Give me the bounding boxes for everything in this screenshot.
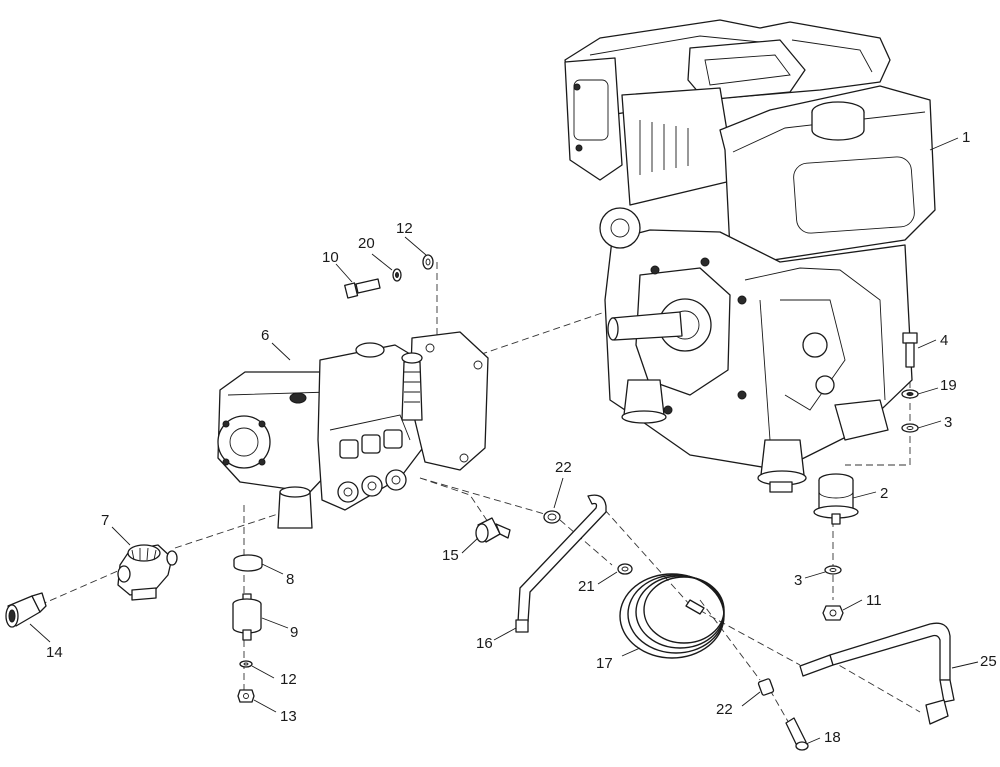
callout-coiled-hose: 17 [596, 655, 613, 672]
high-pressure-hose[interactable] [799, 622, 955, 725]
pump-mount-isolator[interactable] [232, 593, 262, 641]
callout-hose-end-fitting: 18 [824, 729, 841, 746]
clamp-upper[interactable] [543, 510, 561, 524]
callout-pump-bolt: 10 [322, 249, 339, 266]
pump-bolt[interactable] [344, 278, 381, 299]
callout-clamp-lower: 22 [716, 701, 733, 718]
hose-end-fitting[interactable] [785, 717, 809, 751]
callout-pump-lock-washer: 20 [358, 235, 375, 252]
callout-clamp-upper: 22 [555, 459, 572, 476]
callout-bypass-tube: 16 [476, 635, 493, 652]
callout-engine-mount-isolator: 2 [880, 485, 888, 502]
engine-bolt[interactable] [902, 332, 918, 368]
callout-engine-nut: 11 [866, 592, 882, 609]
callout-pump-nut: 13 [280, 708, 297, 725]
coiled-hose[interactable] [619, 573, 725, 659]
pump-washer-upper[interactable] [422, 254, 434, 270]
pump[interactable] [217, 331, 489, 529]
callout-unloader-valve: 7 [101, 512, 109, 529]
callout-hose-clamp: 21 [578, 578, 595, 595]
clamp-lower[interactable] [757, 678, 775, 696]
engine[interactable] [564, 19, 936, 493]
callout-pump-washer-upper: 12 [396, 220, 413, 237]
callouts: 1 2 3 3 4 6 7 8 9 10 11 12 12 13 14 15 1… [46, 129, 997, 746]
callout-pump-mount-isolator: 9 [290, 624, 298, 641]
engine-lock-washer[interactable] [901, 389, 919, 399]
bypass-tube[interactable] [515, 494, 607, 633]
engine-nut[interactable] [822, 605, 844, 621]
callout-engine: 1 [962, 129, 970, 146]
pump-washer-lower[interactable] [239, 660, 253, 668]
callout-high-pressure-hose: 25 [980, 653, 997, 670]
engine-mount-isolator[interactable] [813, 473, 859, 525]
callout-pump-washer-lower: 12 [280, 671, 297, 688]
callout-engine-washer-upper: 3 [944, 414, 952, 431]
quick-connect[interactable] [5, 592, 47, 628]
leader-lines [29, 137, 979, 745]
engine-washer-lower[interactable] [824, 565, 842, 575]
pump-nut[interactable] [237, 689, 255, 703]
pump-spacer[interactable] [233, 554, 263, 572]
callout-pump: 6 [261, 327, 269, 344]
callout-engine-washer-lower: 3 [794, 572, 802, 589]
unloader-valve[interactable] [117, 544, 178, 601]
engine-washer-upper[interactable] [901, 423, 919, 433]
hose-fitting[interactable] [475, 517, 511, 543]
callout-quick-connect: 14 [46, 644, 63, 661]
callout-engine-lock-washer: 19 [940, 377, 957, 394]
callout-hose-fitting: 15 [442, 547, 459, 564]
pump-lock-washer[interactable] [392, 268, 402, 282]
callout-pump-spacer: 8 [286, 571, 294, 588]
hose-clamp[interactable] [617, 563, 633, 575]
callout-engine-bolt: 4 [940, 332, 948, 349]
